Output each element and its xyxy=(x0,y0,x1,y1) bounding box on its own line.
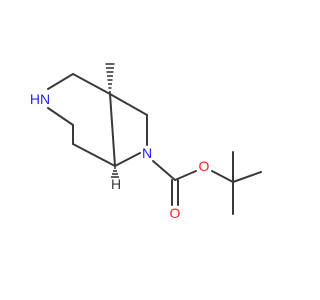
bond-c1-cb xyxy=(109,93,148,116)
bond-nh-c5 xyxy=(47,107,74,126)
bond-cq-me1 xyxy=(232,171,262,183)
bond-n-ccarb xyxy=(152,160,176,181)
molecule-structure: HN N O O H xyxy=(30,63,262,221)
stereo-wedges xyxy=(105,63,119,178)
bond-nh-c2 xyxy=(47,73,74,90)
bond-c3-c1 xyxy=(109,93,116,167)
bond-c2-c1 xyxy=(72,73,111,95)
bonds xyxy=(47,73,262,215)
atom-label-h: H xyxy=(111,176,121,192)
atom-labels: HN N O O H xyxy=(30,91,210,221)
atom-label-n-ring: N xyxy=(142,145,152,161)
atom-label-nh: HN xyxy=(30,91,50,107)
atom-label-o-ester: O xyxy=(199,158,210,174)
hashed-wedge-hydrogen xyxy=(111,167,119,178)
bond-oester-cq xyxy=(211,170,234,183)
bond-ccarb-oester xyxy=(174,170,197,181)
bond-n-c3 xyxy=(114,152,141,167)
bond-c4-c3 xyxy=(72,143,116,167)
atom-label-o-carbonyl: O xyxy=(170,205,181,221)
hashed-wedge-methyl xyxy=(105,63,115,93)
